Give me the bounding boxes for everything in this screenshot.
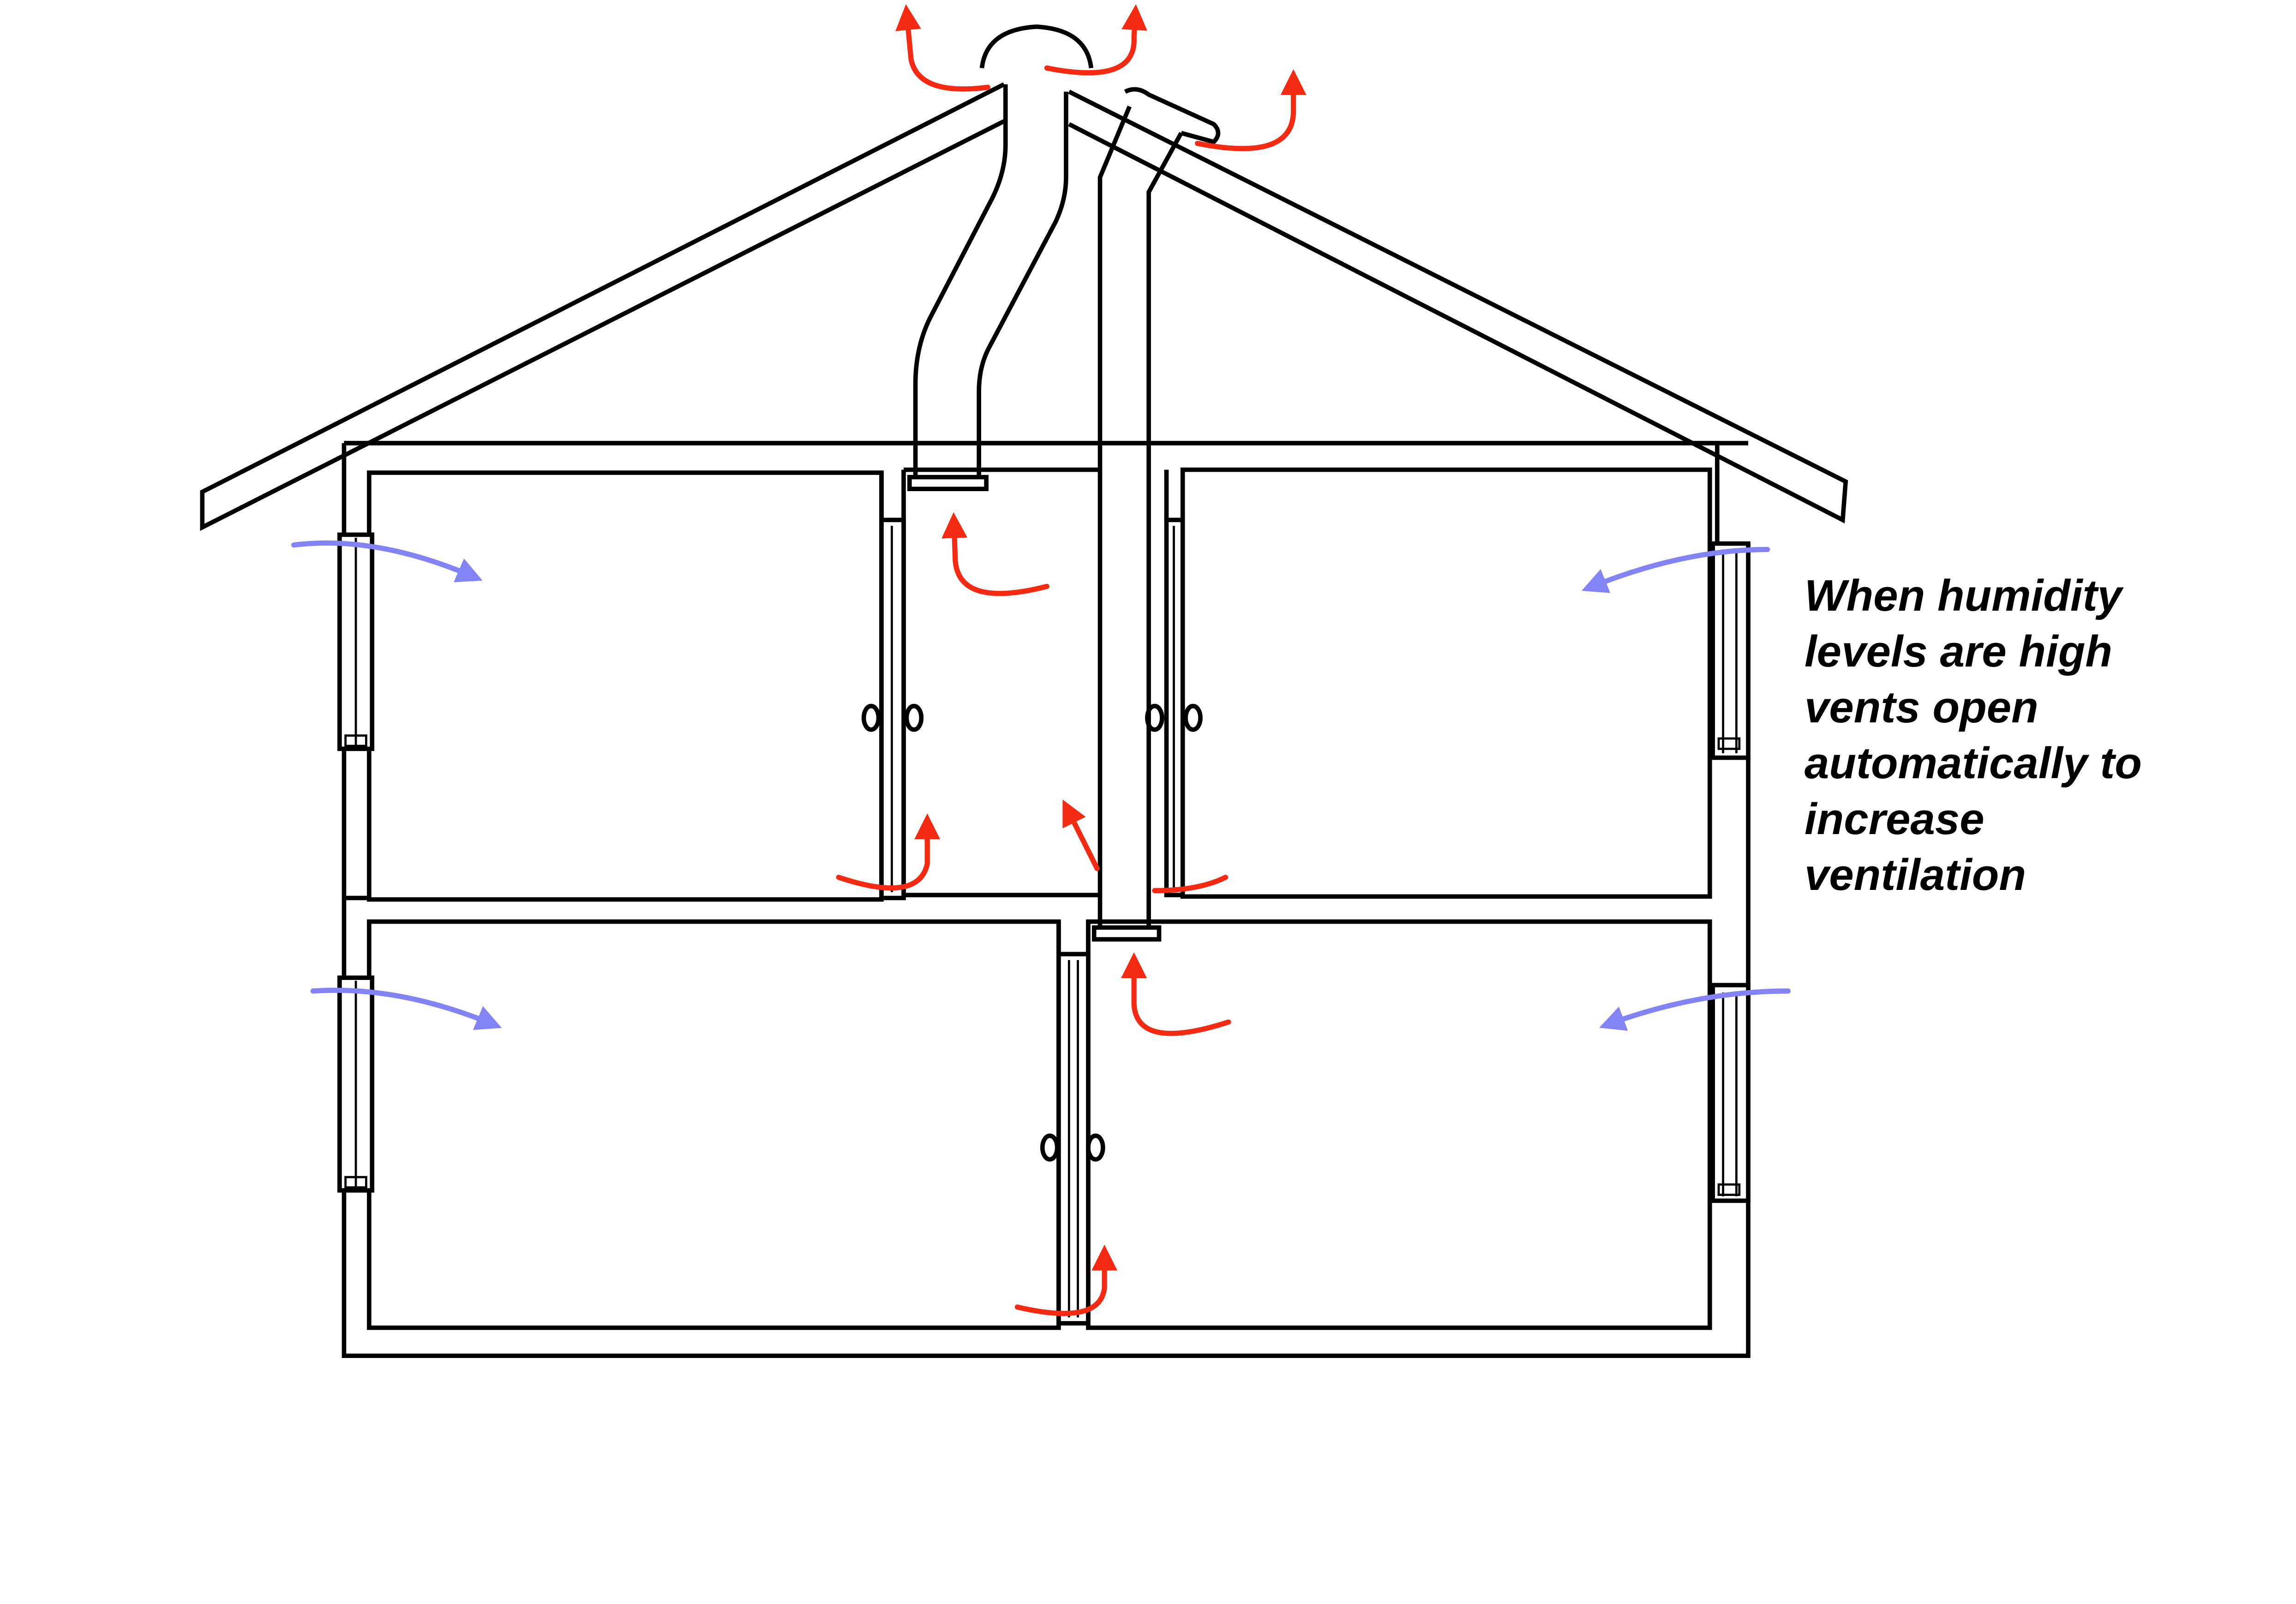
room-upper-left: [367, 470, 884, 902]
duct-cap: [1124, 87, 1221, 144]
door-knob: [904, 703, 924, 732]
window-lower-right: [1710, 983, 1750, 1203]
duct-grille: [1091, 925, 1162, 942]
ventilation-caption: When humidity levels are high vents open…: [1804, 568, 2266, 903]
caption-line: levels are high: [1804, 627, 2112, 676]
exhaust-air-arrows: [836, 4, 1307, 1316]
window-upper-right: [1710, 541, 1750, 760]
fresh-air-arrow: [310, 987, 502, 1030]
exhaust-duct-hallway: [907, 84, 1068, 492]
caption-line: ventilation: [1804, 850, 2026, 900]
fresh-air-arrow: [291, 540, 483, 583]
house-walls: [342, 441, 1750, 1358]
exhaust-air-arrow: [1062, 799, 1100, 871]
door-knob: [1086, 1133, 1105, 1162]
exhaust-air-arrow: [895, 4, 990, 92]
exhaust-duct-lower: [1091, 87, 1221, 942]
exhaust-air-arrow: [1121, 952, 1231, 1036]
exhaust-air-arrow: [836, 813, 941, 891]
window-upper-left: [337, 532, 375, 751]
exhaust-air-arrow: [941, 512, 1049, 596]
door-knob: [861, 703, 881, 732]
roof-right-slope: [1068, 90, 1848, 523]
caption-line: increase: [1804, 794, 1984, 844]
roof: [200, 82, 1848, 531]
door-upper-right: [1145, 517, 1203, 897]
door-upper-left: [861, 517, 924, 901]
window-lower-left: [337, 975, 375, 1193]
caption-line: vents open: [1804, 683, 2038, 732]
roof-left-slope: [200, 82, 1005, 531]
exhaust-air-arrow: [1014, 1244, 1118, 1316]
door-knob: [1183, 703, 1203, 732]
door-lower-middle: [1040, 952, 1105, 1326]
fresh-air-arrow: [1581, 547, 1770, 593]
door-knob: [1040, 1133, 1060, 1162]
caption-line: automatically to: [1804, 739, 2142, 788]
vent-cap: [979, 24, 1094, 69]
room-upper-right: [1180, 467, 1712, 899]
exhaust-air-arrow: [1044, 4, 1147, 76]
room-lower-right: [1086, 919, 1712, 1330]
exhaust-air-arrow: [1195, 69, 1307, 151]
caption-line: When humidity: [1804, 571, 2122, 620]
duct-grille: [907, 475, 989, 492]
fresh-air-arrows: [291, 540, 1791, 1031]
hallway-upper: [901, 467, 1100, 897]
exhaust-air-arrow: [1152, 875, 1229, 894]
fresh-air-arrow: [1599, 988, 1791, 1031]
room-lower-left: [367, 919, 1061, 1330]
